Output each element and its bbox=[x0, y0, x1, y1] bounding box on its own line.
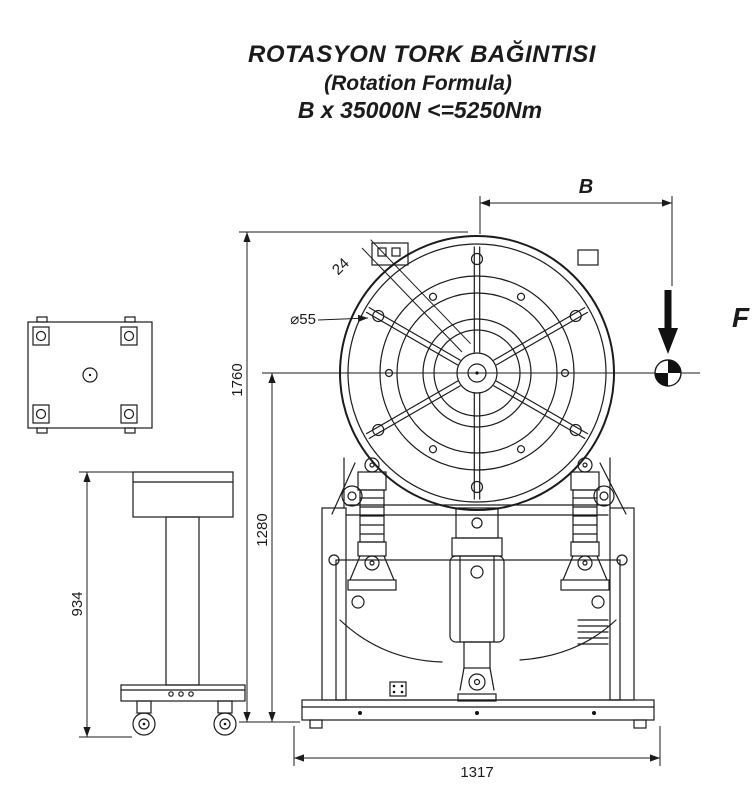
central-cylinder bbox=[449, 507, 505, 702]
caster-bottom-left bbox=[32, 404, 50, 434]
mid-panel bbox=[335, 559, 621, 701]
wheel-small-bolts bbox=[384, 292, 570, 454]
title-line-1: ROTASYON TORK BAĞINTISI bbox=[248, 40, 597, 68]
dimension-1317: 1317 bbox=[293, 726, 661, 781]
caster-top-left bbox=[32, 316, 50, 346]
wheel-clamp-detail bbox=[577, 249, 599, 266]
hub-diameter-label: ⌀55 bbox=[290, 311, 316, 328]
dimension-1317-label: 1317 bbox=[460, 764, 493, 781]
caster-bottom-right bbox=[120, 404, 138, 434]
pedestal-side-view bbox=[120, 471, 246, 736]
hub-diameter-annotation: ⌀55 bbox=[290, 311, 369, 328]
title-line-3: B x 35000N <=5250Nm bbox=[298, 97, 542, 123]
machine-body bbox=[301, 457, 655, 729]
force-label: F bbox=[732, 302, 750, 333]
title-line-2: (Rotation Formula) bbox=[324, 72, 512, 95]
dimension-1760: 1760 bbox=[229, 231, 468, 723]
right-actuator bbox=[560, 457, 610, 591]
pedestal-caster-left bbox=[132, 700, 156, 736]
dimension-934-label: 934 bbox=[69, 591, 86, 616]
dimension-b-label: B bbox=[579, 176, 593, 198]
caster-top-right bbox=[120, 316, 138, 346]
force-arrow: F bbox=[658, 290, 750, 354]
dimension-934: 934 bbox=[69, 471, 133, 738]
pedestal-top-view bbox=[27, 316, 153, 434]
wheel-junction-box bbox=[371, 242, 409, 266]
center-of-gravity-symbol bbox=[654, 359, 682, 387]
wheel-spokes bbox=[365, 246, 589, 500]
trunnion-bearings bbox=[341, 485, 615, 507]
dimension-b: B bbox=[479, 176, 673, 286]
title-block: ROTASYON TORK BAĞINTISI (Rotation Formul… bbox=[248, 40, 597, 123]
wheel-front-view bbox=[339, 235, 615, 511]
side-plates bbox=[321, 507, 635, 701]
dimension-1280-label: 1280 bbox=[254, 513, 271, 546]
dimension-1760-label: 1760 bbox=[229, 363, 246, 396]
dimension-1280: 1280 bbox=[254, 373, 276, 722]
base-plate bbox=[301, 699, 655, 729]
left-actuator bbox=[347, 457, 397, 591]
pedestal-caster-right bbox=[213, 700, 237, 736]
key-width-label: 24 bbox=[329, 255, 353, 279]
